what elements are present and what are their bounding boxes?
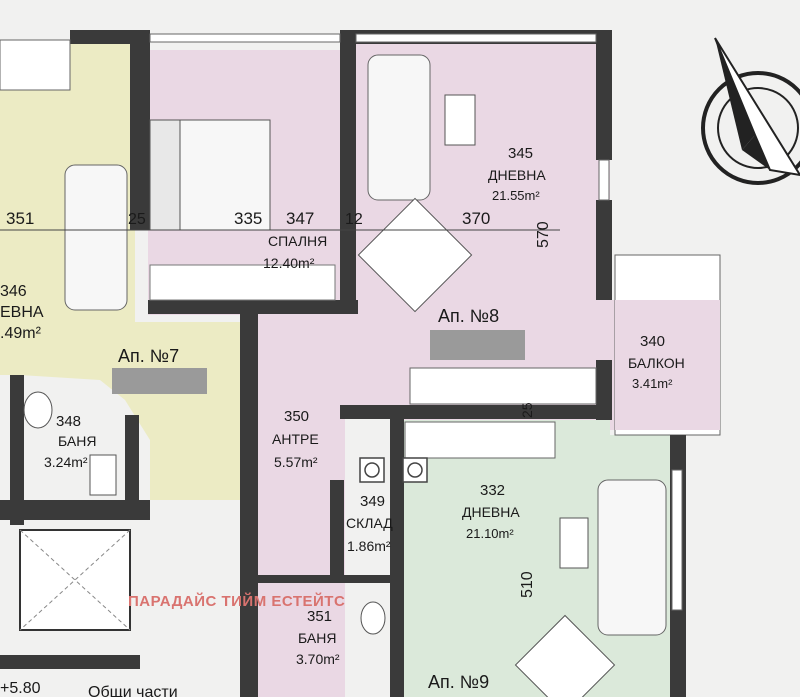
dimension-label: 370 — [462, 209, 490, 228]
room-349-label: 349 СКЛАД 1.86m² — [346, 493, 393, 554]
room-number: 346 — [0, 283, 27, 300]
apartment-8-area — [148, 35, 720, 697]
room-name: СКЛАД — [346, 515, 393, 531]
shaft-diagonal — [19, 529, 131, 631]
room-name: БАНЯ — [58, 433, 96, 449]
room-number: 349 — [360, 493, 385, 510]
room-area: 3.41m² — [632, 376, 673, 391]
dimension-label: 25 — [519, 402, 535, 418]
coffee-table-9 — [559, 517, 589, 569]
dining-table-9 — [514, 614, 616, 697]
room-area: 3.24m² — [44, 454, 88, 470]
room-area: 5.57m² — [274, 454, 318, 470]
toilet-bath-7 — [23, 391, 53, 429]
room-area: .49m² — [0, 325, 42, 342]
room-345-label: 345 ДНЕВНА 21.55m² — [488, 145, 546, 203]
dimension-label: 510 — [519, 571, 536, 598]
room-350-label: 350 АНТРЕ 5.57m² — [272, 408, 319, 470]
sofa-living-7 — [64, 164, 128, 311]
wardrobe — [149, 264, 336, 301]
dimension-label: 570 — [535, 221, 552, 248]
room-area: 21.10m² — [466, 526, 514, 541]
kitchen-counter-7 — [0, 39, 71, 91]
room-number: 348 — [56, 413, 81, 430]
room-number: 332 — [480, 482, 505, 499]
room-number: 351 — [6, 209, 34, 228]
room-area: 1.86m² — [347, 538, 391, 554]
room-number: 347 — [286, 209, 314, 228]
room-number: 350 — [284, 408, 309, 425]
apartment-7-title: Ап. №7 — [118, 346, 179, 366]
room-number: 340 — [640, 333, 665, 350]
room-name: БАЛКОН — [628, 355, 685, 371]
room-name: БАНЯ — [298, 630, 336, 646]
sofa-living-8 — [367, 54, 431, 201]
compass-icon — [701, 37, 800, 185]
room-351-label: 351 — [6, 209, 34, 228]
sofa-living-9 — [597, 479, 667, 636]
room-347-label: 347 СПАЛНЯ 12.40m² — [263, 209, 327, 271]
apartment-8-title: Ап. №8 — [438, 306, 499, 326]
room-351-bath-label: 351 БАНЯ 3.70m² — [296, 608, 340, 667]
shower-bath-7 — [89, 454, 117, 496]
dimension-label: 25 — [128, 211, 146, 228]
room-name: ЕВНА — [0, 304, 44, 321]
room-area: 3.70m² — [296, 651, 340, 667]
room-area: 21.55m² — [492, 188, 540, 203]
kitchen-island-8 — [430, 330, 525, 360]
watermark: ПАРАДАЙС ТИЙМ ЕСТЕЙТС — [128, 592, 345, 610]
washing-machines — [359, 457, 428, 483]
dining-table-8 — [357, 197, 473, 313]
apartment-9-title: Ап. №9 — [428, 672, 489, 692]
level-mark: +5.80 — [0, 680, 41, 697]
dimension-label: 12 — [345, 211, 363, 228]
room-number: 345 — [508, 145, 533, 162]
room-name: ДНЕВНА — [462, 504, 520, 520]
dimension-label: 335 — [234, 209, 262, 228]
room-name: ДНЕВНА — [488, 167, 546, 183]
coffee-table-8 — [444, 94, 476, 146]
balcony-area — [615, 300, 720, 430]
room-346-label: 346 ЕВНА .49m² — [0, 283, 44, 342]
common-parts-label: Общи части — [88, 684, 178, 697]
room-area: 12.40m² — [263, 255, 315, 271]
room-340-label: 340 БАЛКОН 3.41m² — [628, 333, 685, 391]
room-name: АНТРЕ — [272, 431, 319, 447]
kitchen-island-7 — [112, 368, 207, 394]
room-number: 351 — [307, 608, 332, 625]
room-332-label: 332 ДНЕВНА 21.10m² — [462, 482, 520, 541]
kitchen-counter-9 — [404, 421, 556, 459]
bed-furniture — [149, 119, 271, 231]
toilet-bath-351 — [360, 601, 386, 635]
windows — [149, 33, 683, 611]
kitchen-counter-8 — [409, 367, 597, 405]
shaft-diagonal — [19, 529, 131, 631]
room-348-label: 348 БАНЯ 3.24m² — [44, 413, 96, 470]
room-name: СПАЛНЯ — [268, 233, 327, 249]
